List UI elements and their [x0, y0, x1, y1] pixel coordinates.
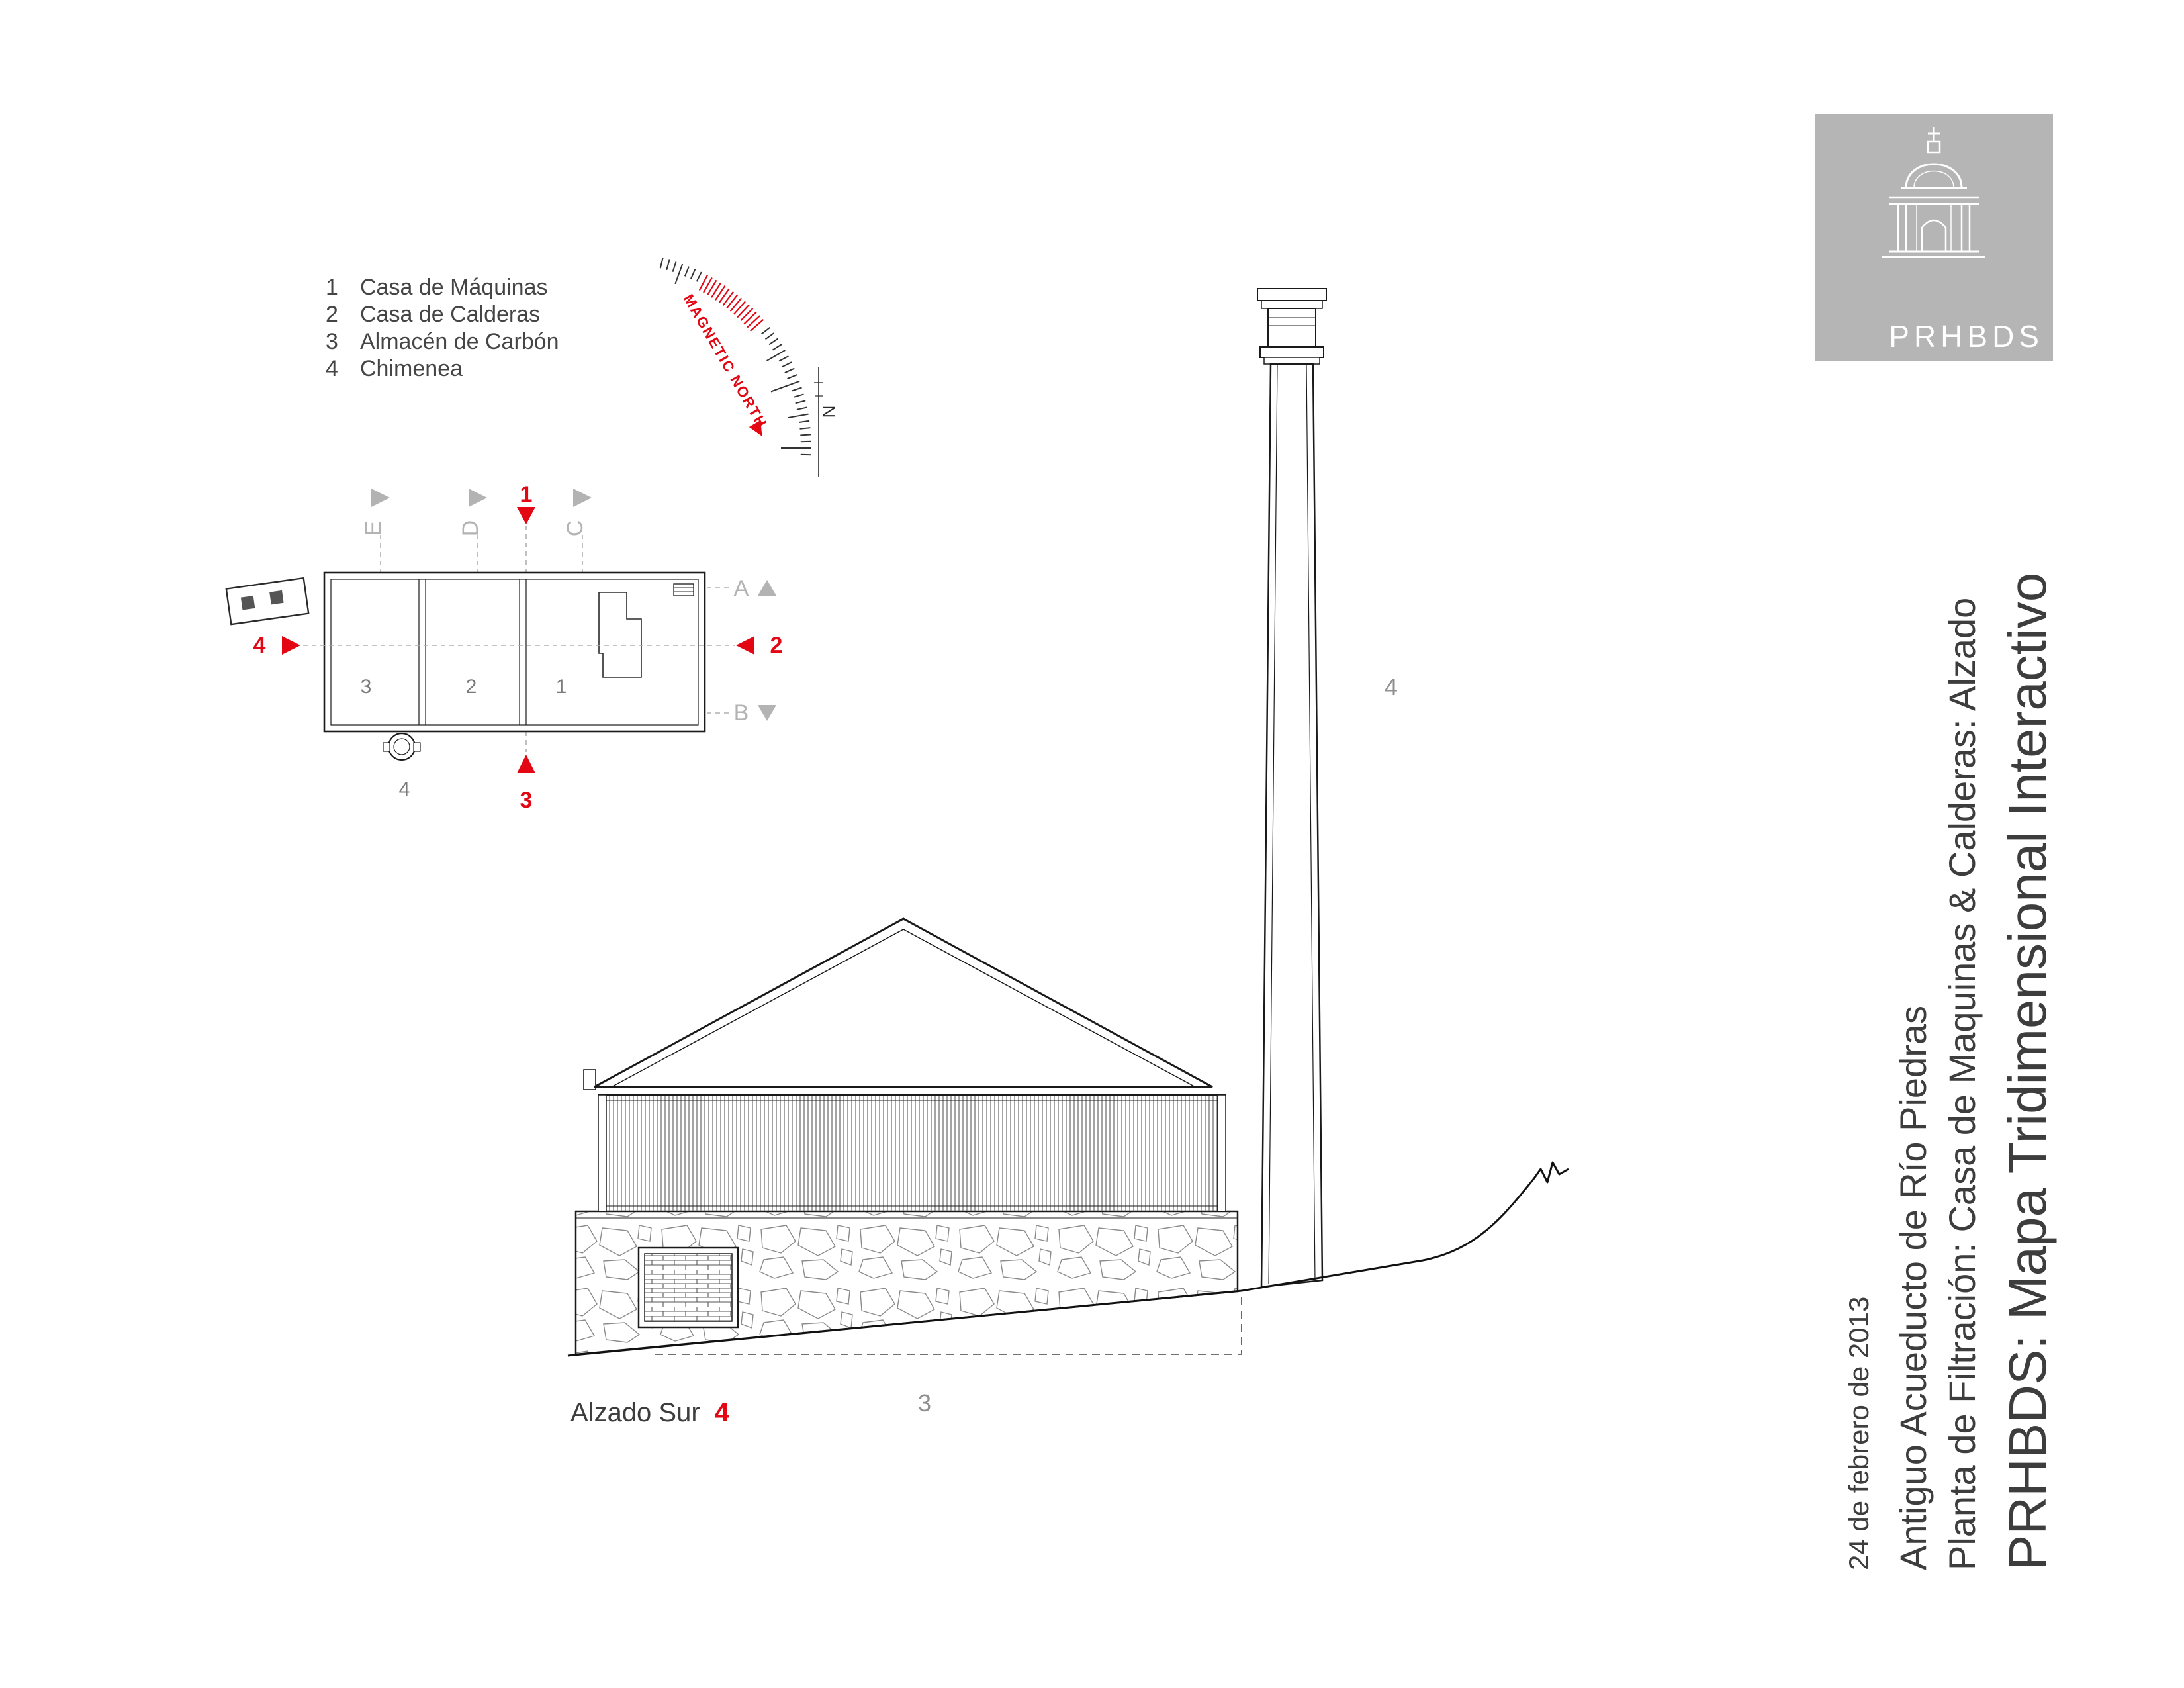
foundation-dashed-line: [655, 1292, 1242, 1355]
engine-base-outline: [598, 592, 642, 678]
section-arrow-d-icon: [469, 489, 487, 507]
north-label: N: [819, 406, 839, 418]
roof-inner-line: [611, 929, 1196, 1088]
plan-building: [323, 571, 706, 733]
elevation-arrow-4-icon: [282, 636, 300, 655]
room-label-almacen: 3: [361, 676, 372, 698]
elevation-marker-2: 2: [770, 633, 783, 658]
chimney-shaft-line: [1268, 363, 1278, 1285]
elevation-marker-3: 3: [520, 788, 533, 813]
legend-number: 1: [326, 275, 338, 300]
chimney-cap: [1257, 288, 1327, 301]
section-arrow-b-icon: [758, 705, 776, 721]
floor-plan: 3 2 1 4 E D C A B 1 3 4 2: [225, 482, 783, 813]
logo-wordmark: PRHBDS: [1889, 319, 2044, 353]
door-brick-panel: [644, 1253, 733, 1322]
elevation-building-label: 3: [918, 1389, 931, 1417]
corrugated-wall: [598, 1094, 1226, 1212]
gray-section-markers: [371, 489, 776, 721]
corner-post: [1217, 1094, 1226, 1212]
elevation-marker-1: 1: [520, 482, 533, 507]
caption-number: 4: [714, 1398, 729, 1427]
room-label-calderas: 2: [466, 676, 477, 698]
titleblock-sheet: Planta de Filtración: Casa de Maquinas &…: [1941, 597, 1983, 1570]
legend-number: 3: [326, 329, 338, 354]
annex-opening: [269, 590, 284, 605]
caption-text: Alzado Sur: [570, 1398, 700, 1427]
prhbds-logo: PRHBDS: [1815, 114, 2053, 361]
plan-chimney: [383, 732, 421, 761]
titleblock-project: Antiguo Acueducto de Río Piedras: [1892, 1005, 1934, 1570]
chimney-collar-lower: [1263, 357, 1320, 365]
section-arrow-a-icon: [758, 580, 776, 596]
section-letter-e: E: [361, 521, 386, 536]
roof-outline: [594, 917, 1213, 1088]
legend-label: Chimenea: [360, 356, 463, 381]
section-arrow-e-icon: [371, 489, 390, 507]
gable-roof: [583, 917, 1213, 1090]
section-letter-c: C: [563, 520, 588, 537]
plan-detail: [673, 583, 694, 596]
section-letter-d: D: [458, 520, 483, 537]
elevation-marker-4: 4: [253, 633, 266, 658]
elevation-arrow-1-icon: [517, 507, 535, 524]
legend-number: 4: [326, 356, 338, 381]
logo-background: [1815, 114, 2053, 361]
legend-label: Almacén de Carbón: [360, 329, 559, 354]
chimney-shaft: [1260, 363, 1324, 1288]
compass-tick-marks: [659, 258, 811, 456]
magnetic-north-arrow-icon: [749, 420, 762, 436]
compass-magnetic-ticks: [698, 275, 764, 332]
logo-dome-icon: [1882, 127, 1985, 258]
chimney-neck: [1267, 308, 1316, 348]
plan-chimney-label: 4: [399, 778, 410, 800]
legend-label: Casa de Máquinas: [360, 275, 548, 300]
legend-label: Casa de Calderas: [360, 302, 541, 327]
room-label-maquinas: 1: [556, 676, 567, 698]
annex-opening: [240, 596, 255, 610]
compass-rose: MAGNETIC NORTH N: [659, 258, 839, 477]
legend-row: 2 Casa de Calderas: [326, 301, 559, 328]
legend: 1 Casa de Máquinas 2 Casa de Calderas 3 …: [326, 274, 559, 383]
plan-annex-structure: [225, 577, 310, 626]
titleblock-main-title: PRHBDS: Mapa Tridimensional Interactivo: [1998, 572, 2057, 1570]
titleblock-date: 24 de febrero de 2013: [1843, 1296, 1874, 1570]
legend-number: 2: [326, 302, 338, 327]
elevation-caption: Alzado Sur 4: [570, 1398, 729, 1428]
elevation-arrow-3-icon: [517, 755, 535, 773]
corner-post: [598, 1094, 607, 1212]
elevation-arrow-2-icon: [736, 636, 754, 655]
legend-row: 3 Almacén de Carbón: [326, 328, 559, 355]
chimney-shaft-line: [1306, 363, 1316, 1282]
ground-line: [567, 1161, 1569, 1357]
legend-row: 1 Casa de Máquinas: [326, 274, 559, 301]
section-letter-b: B: [734, 700, 749, 726]
chimney-cap-molding: [1261, 300, 1323, 309]
section-arrow-c-icon: [573, 489, 592, 507]
south-elevation: 4 3: [567, 288, 1569, 1417]
chimney-collar: [1259, 346, 1324, 358]
chimney: [1257, 288, 1327, 1288]
section-letter-a: A: [734, 576, 749, 601]
legend-row: 4 Chimenea: [326, 355, 559, 383]
eave-bracket: [583, 1069, 596, 1090]
door: [637, 1246, 739, 1329]
red-elevation-markers: [282, 507, 754, 773]
elevation-chimney-label: 4: [1385, 673, 1398, 700]
